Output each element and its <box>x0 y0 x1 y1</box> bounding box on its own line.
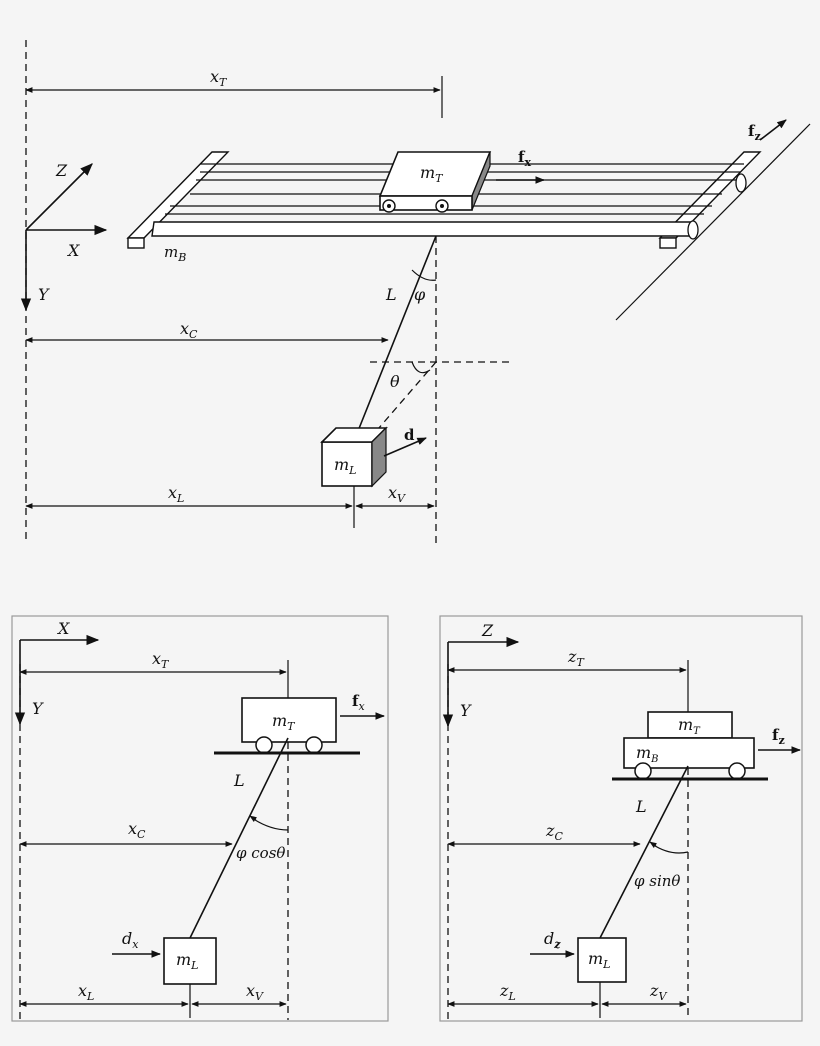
xC-label: xC <box>128 819 146 841</box>
right-panel-zy: Z Y zT mT mB fz L φ sinθ zC mL dz zL zV <box>439 615 803 1022</box>
trolley <box>378 151 492 213</box>
x-axis-label: X <box>56 619 70 638</box>
phi-label: φ <box>414 285 426 304</box>
mL-label: mL <box>176 950 198 972</box>
wheel <box>255 736 273 754</box>
d-label: d <box>404 426 415 444</box>
theta-label: θ <box>390 372 400 391</box>
xC-label: xC <box>180 319 198 341</box>
xL-label: xL <box>78 981 94 1003</box>
mB-label: mB <box>636 743 659 765</box>
xL-label: xL <box>168 483 184 505</box>
zL-label: zL <box>499 981 516 1003</box>
angle-label: φ cosθ <box>236 844 285 862</box>
axes-3d: Z X Y <box>20 161 108 312</box>
zC-label: zC <box>545 821 563 843</box>
mL-label: mL <box>588 949 610 971</box>
fx-label: fx <box>518 148 531 169</box>
mB-label: mB <box>164 243 186 264</box>
angle-arrowhead <box>649 841 657 848</box>
angle-arrowhead <box>249 815 257 822</box>
load-box <box>163 937 217 985</box>
mT-label: mT <box>272 711 296 733</box>
dz-label: dz <box>544 929 561 951</box>
mL-label: mL <box>334 455 356 477</box>
xT-label: xT <box>152 649 170 671</box>
y-axis-label: Y <box>38 285 50 304</box>
xT-label: xT <box>210 67 228 89</box>
xV-label: xV <box>388 483 406 505</box>
wheel <box>634 762 652 780</box>
zT-label: zT <box>567 647 585 669</box>
L-label: L <box>385 285 397 304</box>
xV-label: xV <box>246 981 264 1003</box>
trolley-box <box>647 711 733 739</box>
phi-arc <box>411 269 437 281</box>
dx-label: dx <box>122 929 139 951</box>
mT-label: mT <box>420 163 444 185</box>
fz-arrow <box>759 119 787 141</box>
load-box <box>577 937 627 983</box>
wheel <box>305 736 323 754</box>
angle-arc <box>251 817 289 831</box>
projection-dashed-line <box>371 361 437 437</box>
top-3d-view: xT Z X Y <box>20 40 811 545</box>
zV-label: zV <box>649 981 667 1003</box>
load-box <box>320 426 388 488</box>
mT-label: mT <box>678 715 701 737</box>
theta-arc <box>411 361 431 374</box>
d-arrow <box>383 437 427 457</box>
wheel <box>728 762 746 780</box>
left-panel-xy: X Y xT mT fx L φ cosθ xC mL dx xL xV <box>11 615 389 1022</box>
L-label: L <box>635 797 647 816</box>
angle-arc <box>651 843 689 854</box>
fx-label: fx <box>352 692 365 713</box>
y-axis-label: Y <box>32 699 44 718</box>
cable <box>355 235 437 437</box>
z-axis-label: Z <box>55 161 68 180</box>
y-axis-label: Y <box>460 701 472 720</box>
L-label: L <box>233 771 245 790</box>
cable <box>599 765 689 939</box>
z-axis-label: Z <box>481 621 494 640</box>
trolley-box <box>241 697 337 743</box>
z-axis-arrow <box>25 163 93 231</box>
cable <box>189 737 289 939</box>
fz-label: fz <box>772 726 785 747</box>
x-axis-label: X <box>66 241 80 260</box>
angle-label: φ sinθ <box>634 872 680 890</box>
fz-label: fz <box>748 122 761 143</box>
